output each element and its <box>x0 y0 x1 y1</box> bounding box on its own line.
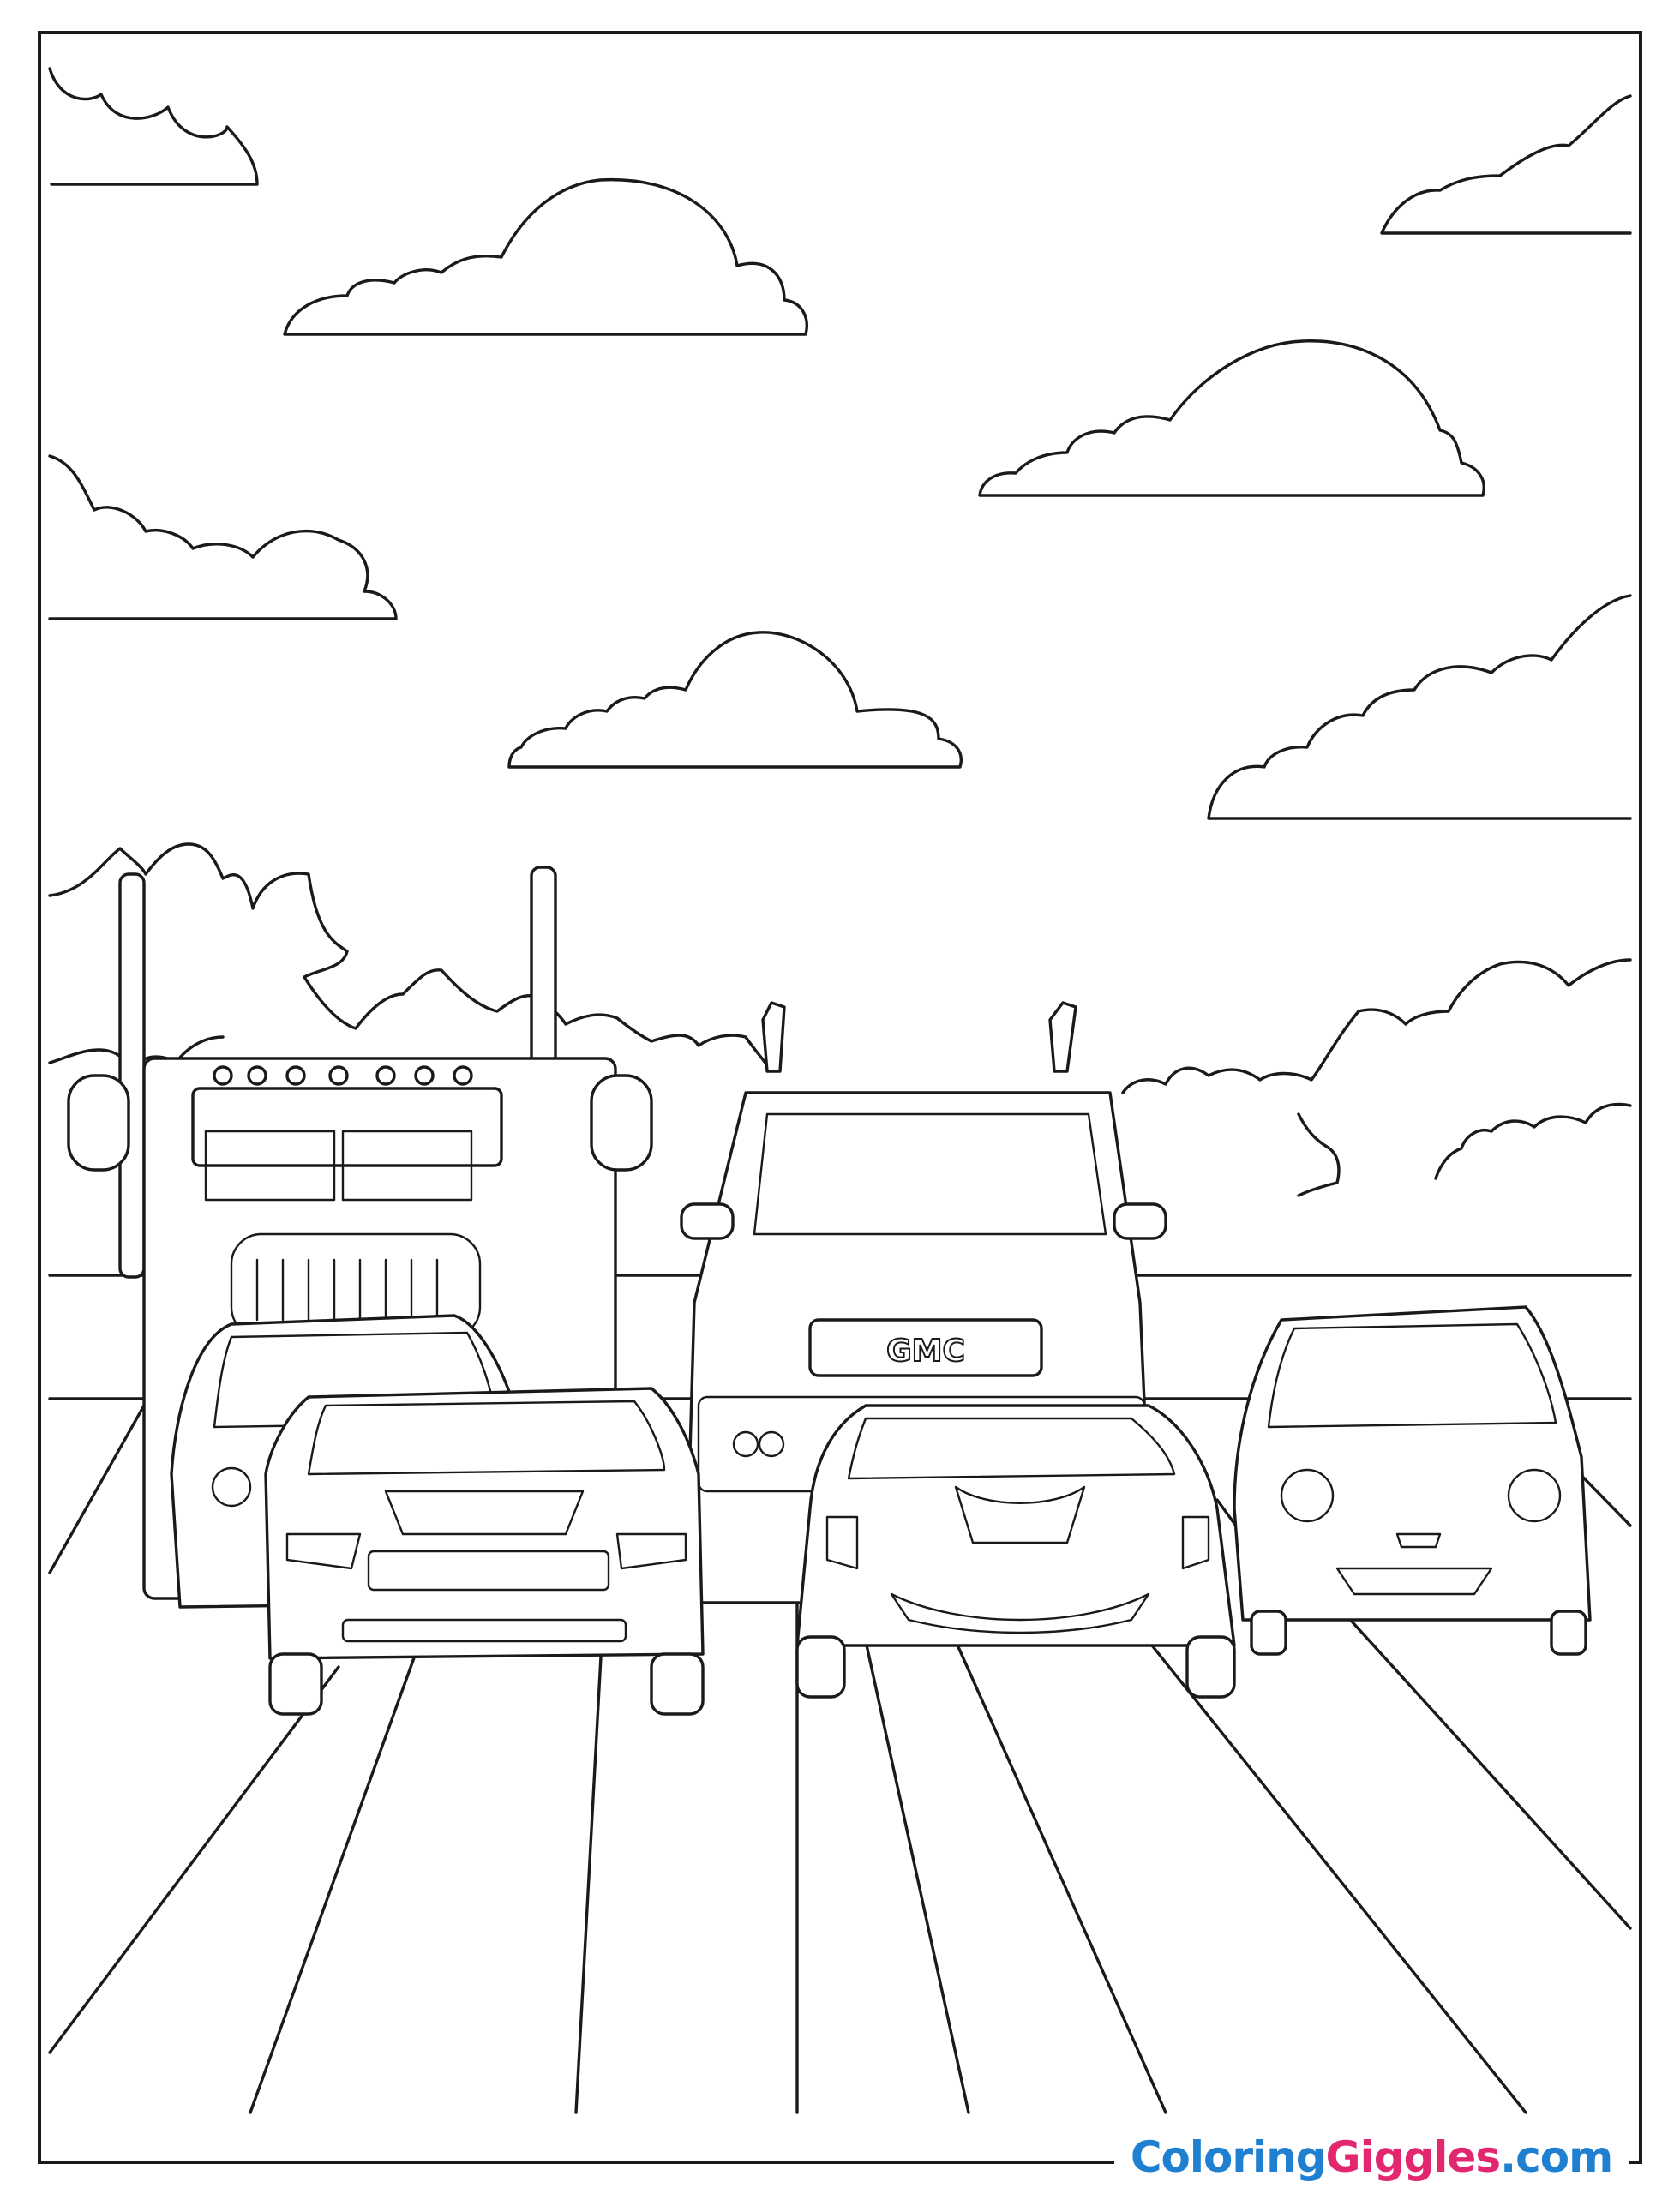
marker-light <box>213 1065 233 1086</box>
exhaust-stack <box>761 1001 786 1073</box>
marker-light <box>375 1065 396 1086</box>
mirror <box>1113 1202 1167 1240</box>
watermark-part-c: .com <box>1500 2132 1613 2182</box>
site-watermark: Coloring Giggles .com <box>1114 2127 1629 2187</box>
road-line <box>574 1640 603 2114</box>
cloud <box>48 454 398 620</box>
cloud <box>1207 594 1632 820</box>
cloud <box>1434 1102 1632 1180</box>
marker-light <box>453 1065 473 1086</box>
cloud <box>1121 958 1632 1094</box>
grille <box>367 1550 610 1592</box>
road-line <box>864 1640 970 2114</box>
headlight <box>825 1515 859 1570</box>
cloud <box>1380 94 1632 235</box>
cloud <box>48 67 259 186</box>
car-body <box>795 1404 1236 1647</box>
wheel <box>1250 1610 1287 1656</box>
cloud <box>978 339 1485 497</box>
gmc-logo: GMC <box>886 1334 965 1369</box>
headlight <box>1507 1468 1562 1523</box>
horizon-clouds <box>48 842 1632 1197</box>
truck-visor <box>191 1087 503 1167</box>
lower-grille <box>341 1618 627 1643</box>
wheel <box>650 1652 705 1716</box>
windshield <box>753 1112 1107 1236</box>
headlight <box>211 1466 252 1508</box>
chevrolet-emblem <box>1395 1532 1442 1549</box>
cloud <box>48 842 773 1073</box>
marker-lights <box>213 1065 473 1086</box>
headlight <box>67 1074 130 1172</box>
fog-light <box>758 1430 785 1458</box>
truck-grille <box>808 1318 1043 1377</box>
hatchback <box>1233 1305 1592 1656</box>
cloud <box>507 631 963 769</box>
road-line <box>954 1640 1167 2114</box>
road-line <box>1147 1640 1527 2114</box>
hood-scoop <box>384 1490 585 1536</box>
hood <box>954 1485 1086 1544</box>
headlight <box>1280 1468 1335 1523</box>
marker-light <box>328 1065 349 1086</box>
windshield <box>307 1400 666 1476</box>
windshield <box>204 1130 336 1202</box>
watermark-part-a: Coloring <box>1130 2132 1327 2182</box>
headlight <box>1181 1515 1210 1570</box>
headlight <box>590 1074 653 1172</box>
cloud <box>283 177 808 336</box>
grille <box>1335 1567 1493 1596</box>
marker-light <box>247 1065 267 1086</box>
road-line <box>48 1665 340 2054</box>
road-line <box>1310 1575 1632 1930</box>
wheel <box>268 1652 323 1716</box>
mirror <box>680 1202 735 1240</box>
exhaust-stack <box>1048 1001 1077 1073</box>
windshield <box>1267 1322 1557 1429</box>
car-body <box>1233 1305 1592 1622</box>
watermark-part-b: Giggles <box>1325 2132 1502 2182</box>
corvette <box>795 1404 1236 1699</box>
cloud <box>1297 1112 1341 1197</box>
wheel <box>795 1635 846 1699</box>
road-line <box>249 1640 422 2114</box>
car-body <box>264 1387 705 1660</box>
camaro <box>264 1387 705 1716</box>
grille <box>890 1592 1150 1634</box>
windshield <box>341 1130 473 1202</box>
road-line <box>48 1404 146 1574</box>
headlight <box>285 1532 362 1570</box>
exhaust-stack <box>118 872 146 1279</box>
sky-clouds <box>48 67 1632 820</box>
marker-light <box>285 1065 306 1086</box>
windshield <box>847 1417 1176 1480</box>
headlight <box>615 1532 687 1570</box>
grille-bars <box>255 1258 439 1322</box>
wheel <box>1550 1610 1587 1656</box>
wheel <box>1185 1635 1236 1699</box>
page-border <box>38 31 1642 2164</box>
marker-light <box>414 1065 435 1086</box>
fog-light <box>732 1430 759 1458</box>
